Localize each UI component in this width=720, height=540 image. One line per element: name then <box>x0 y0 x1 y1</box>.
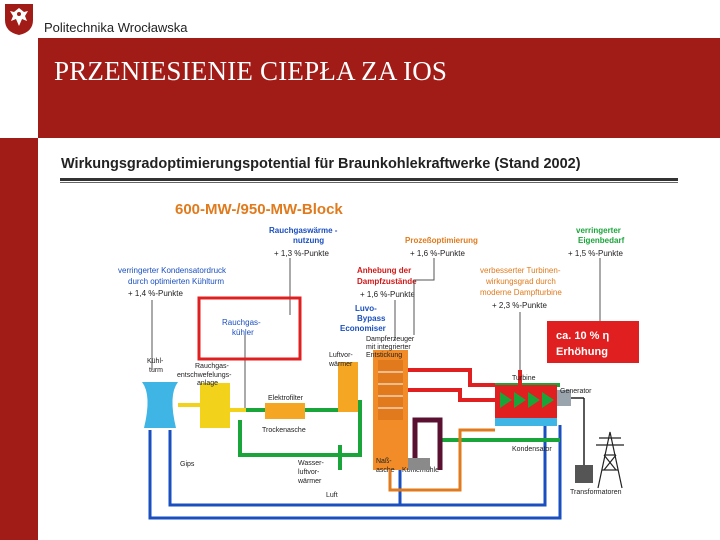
result-line-2: Erhöhung <box>556 346 608 358</box>
label-kohlemuehle: Kohlemühle <box>402 467 439 474</box>
left-strip-top <box>0 38 38 138</box>
title-rule-thin <box>60 182 678 183</box>
label-rea-1: Rauchgas- <box>195 363 230 370</box>
label-eigen-2: Eigenbedarf <box>578 236 625 245</box>
label-luvo-3: Economiser <box>340 324 386 333</box>
label-luvo-1: Luvo- <box>355 304 377 313</box>
label-gips: Gips <box>180 461 195 468</box>
label-eigen-3: + 1,5 %-Punkte <box>568 249 623 258</box>
label-kuehlturm-name-1: Kühl- <box>147 358 164 365</box>
generator-unit <box>557 390 571 406</box>
label-turbine-3: moderne Dampfturbine <box>480 288 562 297</box>
label-prozess-1: Prozeßoptimierung <box>405 236 478 245</box>
label-rauchgaswaerme-2: nutzung <box>293 236 324 245</box>
label-rauchgaswaerme-1: Rauchgaswärme - <box>269 226 338 235</box>
label-turbine-2: wirkungsgrad durch <box>485 277 556 286</box>
label-luft: Luft <box>326 492 338 499</box>
cooling-tower <box>142 382 178 428</box>
label-eigen-1: verringerter <box>576 226 621 235</box>
elektrofilter <box>265 403 305 419</box>
label-rauchgaswaerme-3: + 1,3 %-Punkte <box>274 249 329 258</box>
title-rule <box>60 178 678 181</box>
transmission-pylon-icon <box>596 431 624 489</box>
kondensator-unit <box>495 418 557 426</box>
label-anhebung-1: Anhebung der <box>357 266 411 275</box>
label-generator: Generator <box>560 388 592 395</box>
rea-unit <box>200 383 230 428</box>
label-nassasche-2: asche <box>376 467 395 474</box>
logo-bar: Politechnika Wrocławska <box>0 0 720 38</box>
label-transformatoren: Transformatoren <box>570 489 622 496</box>
result-box <box>547 321 639 363</box>
result-line-1: ca. 10 % η <box>556 330 609 342</box>
label-rea-2: entschwefelungs- <box>177 372 232 379</box>
label-kuehlturm-2: durch optimierten Kühlturm <box>128 277 224 286</box>
label-luftvorwaermer-2: wärmer <box>328 361 353 368</box>
diagram-title: Wirkungsgradoptimierungspotential für Br… <box>61 156 581 172</box>
label-rauchgaskuehler-2: kühler <box>232 328 254 337</box>
university-name: Politechnika Wrocławska <box>44 20 188 35</box>
label-rea-3: anlage <box>197 380 218 387</box>
label-anhebung-3: + 1,6 %-Punkte <box>360 290 415 299</box>
label-kuehlturm-3: + 1,4 %-Punkte <box>128 289 183 298</box>
rauchgaskuehler-highlight <box>197 296 302 361</box>
label-wasser-3: wärmer <box>297 478 322 485</box>
label-nassasche-1: Naß- <box>376 458 392 465</box>
title-band: PRZENIESIENIE CIEPŁA ZA IOS <box>38 38 720 138</box>
label-prozess-2: + 1,6 %-Punkte <box>410 249 465 258</box>
label-luftvorwaermer-1: Luftvor- <box>329 352 353 359</box>
label-kondensator: Kondensator <box>512 446 552 453</box>
label-turbine-4: + 2,3 %-Punkte <box>492 301 547 310</box>
label-turbine-1: verbesserter Turbinen- <box>480 266 561 275</box>
eagle-shield-icon <box>5 4 33 35</box>
label-trockenasche: Trockenasche <box>262 427 306 434</box>
label-wasser-1: Wasser- <box>298 460 324 467</box>
luftvorwaermer <box>338 362 358 412</box>
label-kuehlturm-1: verringerter Kondensatordruck <box>118 266 227 275</box>
label-kuehlturm-name-2: turm <box>149 367 163 374</box>
label-anhebung-2: Dampfzustände <box>357 277 417 286</box>
label-luvo-2: Bypass <box>357 314 386 323</box>
transformer-unit <box>575 465 593 483</box>
label-dampferzeuger-1: Dampferzeuger <box>366 336 415 343</box>
label-elektrofilter: Elektrofilter <box>268 395 304 402</box>
kohlemuehle-unit <box>408 458 430 470</box>
block-heading: 600-MW-/950-MW-Block <box>175 201 343 218</box>
slide-title: PRZENIESIENIE CIEPŁA ZA IOS <box>54 56 448 86</box>
label-dampferzeuger-2: mit integrierter <box>366 344 411 351</box>
label-rauchgaskuehler-1: Rauchgas- <box>222 318 261 327</box>
label-turbine: Turbine <box>512 375 536 382</box>
label-wasser-2: luftvor- <box>298 469 320 476</box>
label-dampferzeuger-3: Entstickung <box>366 352 402 359</box>
